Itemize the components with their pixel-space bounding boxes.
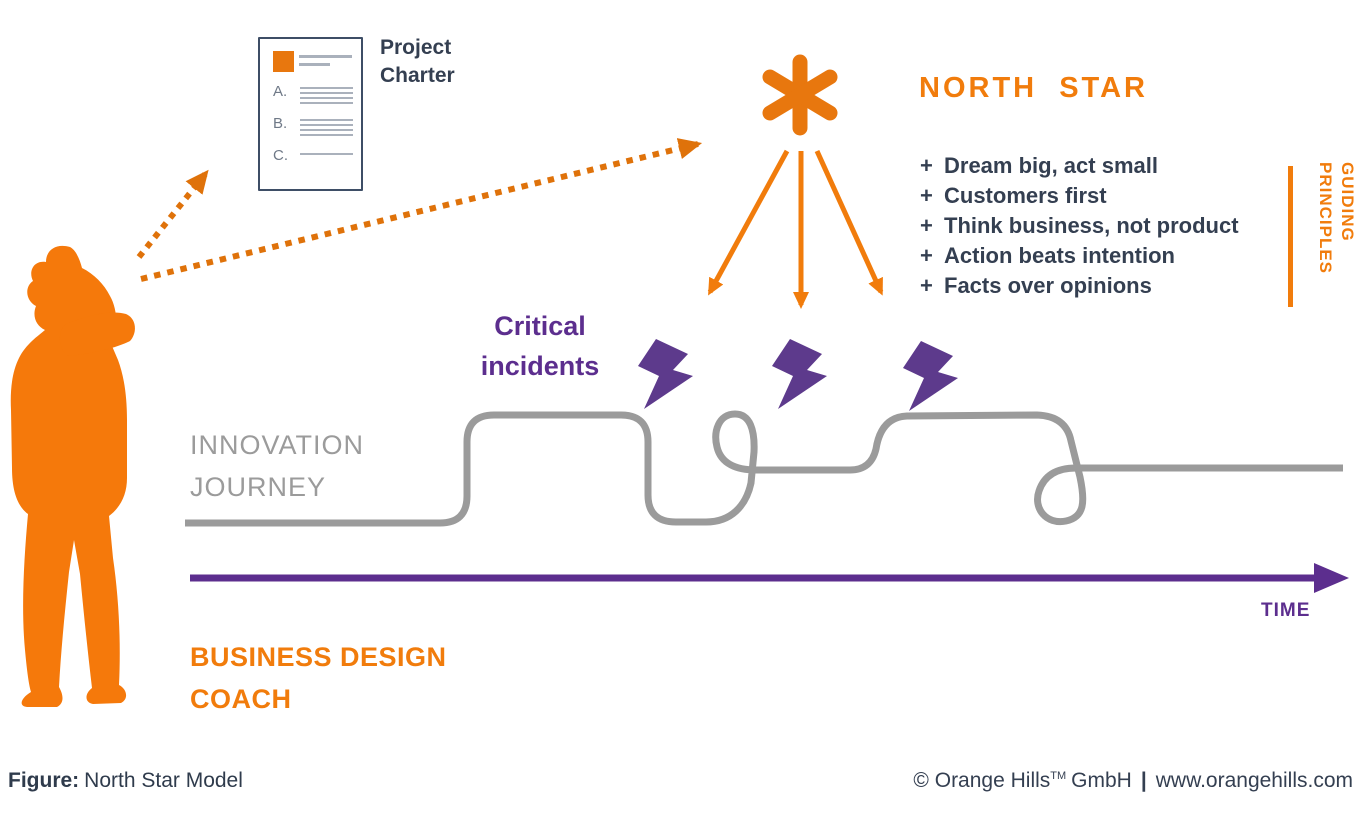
principle-item: + Think business, not product xyxy=(920,213,1239,238)
principle-item: + Customers first xyxy=(920,183,1107,208)
guiding-principles-list: + Dream big, act small + Customers first… xyxy=(920,151,1239,301)
copyright-gmbh: GmbH xyxy=(1071,769,1132,792)
project-charter-icon: A. B. C. xyxy=(258,37,363,191)
figure-caption: Figure:North Star Model xyxy=(8,769,243,793)
website-url: www.orangehills.com xyxy=(1155,769,1353,792)
charter-orange-square xyxy=(273,51,294,72)
north-star-asterisk-icon xyxy=(762,54,838,136)
copyright-company: © Orange Hills xyxy=(913,769,1051,792)
principle-item: + Dream big, act small xyxy=(920,153,1158,178)
time-arrow-icon xyxy=(190,563,1349,593)
guiding-principles-bar xyxy=(1288,166,1293,307)
copyright-separator: | xyxy=(1140,769,1147,792)
dotted-arrow-to-northstar-icon xyxy=(140,138,703,282)
north-star-title: NORTH STAR xyxy=(919,72,1149,104)
charter-section-c: C. xyxy=(273,147,288,164)
innovation-journey-path xyxy=(185,410,1343,527)
guidance-fan-arrows-icon xyxy=(707,149,884,310)
figure-caption-label: Figure: xyxy=(8,769,80,792)
figure-caption-title: North Star Model xyxy=(84,769,243,792)
principle-item: + Action beats intention xyxy=(920,243,1175,268)
dotted-arrow-to-charter-icon xyxy=(136,169,209,259)
innovation-journey-label: INNOVATION JOURNEY xyxy=(190,430,365,502)
trademark-superscript: TM xyxy=(1050,770,1067,782)
charter-section-a: A. xyxy=(273,83,288,100)
coach-person-silhouette-icon xyxy=(10,245,135,707)
critical-incident-lightning-icons xyxy=(638,339,958,411)
guiding-principles-side-label: GUIDING PRINCIPLES xyxy=(1316,162,1357,275)
project-charter-label: Project Charter xyxy=(380,36,455,87)
business-design-coach-label: BUSINESS DESIGN COACH xyxy=(190,642,447,714)
time-label: TIME xyxy=(1261,600,1311,621)
charter-section-b: B. xyxy=(273,115,288,132)
copyright-line: © Orange HillsTM GmbH | www.orangehills.com xyxy=(913,769,1353,793)
principle-item: + Facts over opinions xyxy=(920,273,1152,298)
critical-incidents-label: Critical incidents xyxy=(480,311,600,381)
